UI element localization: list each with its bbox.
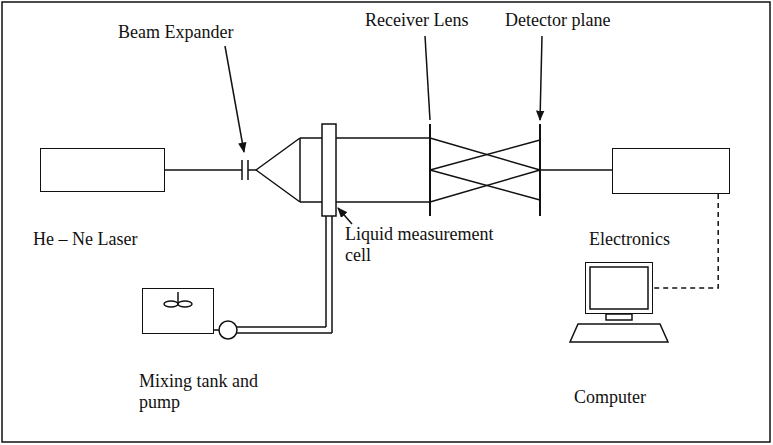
device-label: Computer bbox=[574, 387, 646, 408]
expanding-beam bbox=[256, 170, 300, 202]
pipe bbox=[237, 332, 332, 334]
computer-screen bbox=[590, 267, 648, 309]
device-box: Mixing tank and pump bbox=[142, 288, 214, 334]
part-label: Receiver Lens bbox=[365, 10, 468, 31]
device-label: He – Ne Laser bbox=[33, 229, 137, 250]
device-box: Electronics bbox=[612, 148, 730, 194]
part-label: Detector plane bbox=[505, 10, 610, 31]
expanding-beam bbox=[256, 138, 300, 170]
device-box: Computer bbox=[585, 262, 653, 314]
leader-line bbox=[425, 36, 430, 120]
pipe bbox=[331, 216, 333, 333]
expander-lens bbox=[241, 160, 243, 180]
parallel-beam bbox=[300, 137, 430, 139]
stirrer-blade bbox=[164, 301, 178, 307]
pipe bbox=[237, 326, 326, 328]
signal-line bbox=[540, 169, 612, 171]
device-label: Mixing tank and pump bbox=[139, 371, 269, 412]
leader-arrow bbox=[225, 46, 244, 152]
scattered-beam bbox=[430, 140, 540, 170]
focused-beam bbox=[430, 170, 540, 202]
collimator-lens bbox=[299, 138, 301, 202]
device-box: He – Ne Laser bbox=[40, 148, 165, 192]
pipe bbox=[325, 216, 327, 327]
leader-arrow bbox=[338, 208, 352, 224]
laser-beam bbox=[165, 169, 242, 171]
pump-symbol bbox=[219, 321, 237, 339]
part-label: Beam Expander bbox=[118, 22, 233, 43]
measurement-cell bbox=[322, 124, 336, 216]
leader-arrow bbox=[540, 36, 542, 120]
scattered-beam bbox=[430, 170, 540, 200]
device-label: Electronics bbox=[589, 229, 670, 250]
part-label: Liquid measurement cell bbox=[345, 224, 515, 265]
focused-beam bbox=[430, 138, 540, 170]
computer-stand bbox=[606, 314, 632, 320]
stirrer-blade bbox=[178, 301, 192, 307]
parallel-beam bbox=[300, 201, 430, 203]
computer-keyboard bbox=[570, 324, 668, 342]
laser-beam bbox=[248, 169, 256, 171]
